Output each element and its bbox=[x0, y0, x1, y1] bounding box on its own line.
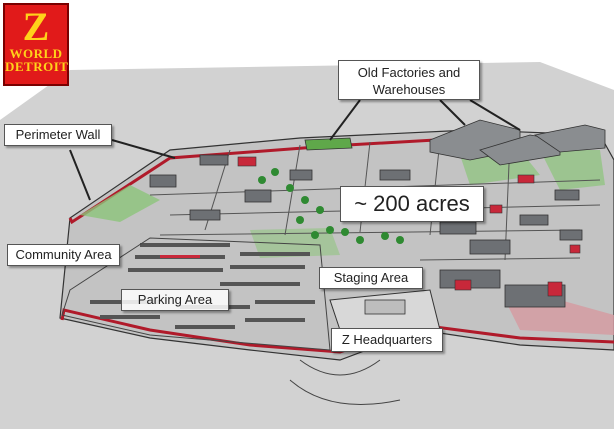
green-roof-building bbox=[304, 137, 353, 151]
label-parking-area: Parking Area bbox=[121, 289, 229, 311]
hq-drive bbox=[289, 379, 401, 405]
red-roof-buildings bbox=[237, 156, 581, 297]
label-community-area-text: Community Area bbox=[15, 247, 112, 262]
label-acres: ~ 200 acres bbox=[340, 186, 484, 222]
label-old-factories-line2: Warehouses bbox=[372, 82, 446, 97]
label-perimeter-wall-text: Perimeter Wall bbox=[15, 127, 101, 142]
label-parking-area-text: Parking Area bbox=[137, 292, 213, 307]
label-old-factories-line1: Old Factories and bbox=[357, 65, 461, 80]
grass-patch bbox=[80, 185, 160, 222]
hq-ground bbox=[505, 300, 614, 335]
label-staging-area-text: Staging Area bbox=[333, 270, 409, 285]
buildings bbox=[149, 154, 583, 308]
logo-letter: Z bbox=[22, 4, 50, 49]
perimeter-wall-south bbox=[60, 308, 614, 354]
label-z-headquarters: Z Headquarters bbox=[331, 328, 443, 352]
trees bbox=[258, 168, 404, 244]
label-leader-lines bbox=[69, 99, 521, 201]
logo-detroit: DETROIT bbox=[5, 59, 69, 74]
label-old-factories: Old Factories and Warehouses bbox=[338, 60, 480, 100]
label-staging-area: Staging Area bbox=[319, 267, 423, 289]
label-acres-text: ~ 200 acres bbox=[354, 191, 470, 216]
label-community-area: Community Area bbox=[7, 244, 120, 266]
factory-buildings bbox=[429, 119, 606, 166]
z-world-detroit-logo: Z WORLD DETROIT bbox=[3, 3, 69, 86]
parking-lot-outline bbox=[61, 237, 331, 351]
hq-drive bbox=[299, 359, 381, 376]
logo-world: WORLD bbox=[9, 46, 63, 61]
label-z-headquarters-text: Z Headquarters bbox=[341, 332, 433, 347]
label-perimeter-wall: Perimeter Wall bbox=[4, 124, 112, 146]
hq-building bbox=[364, 299, 406, 315]
